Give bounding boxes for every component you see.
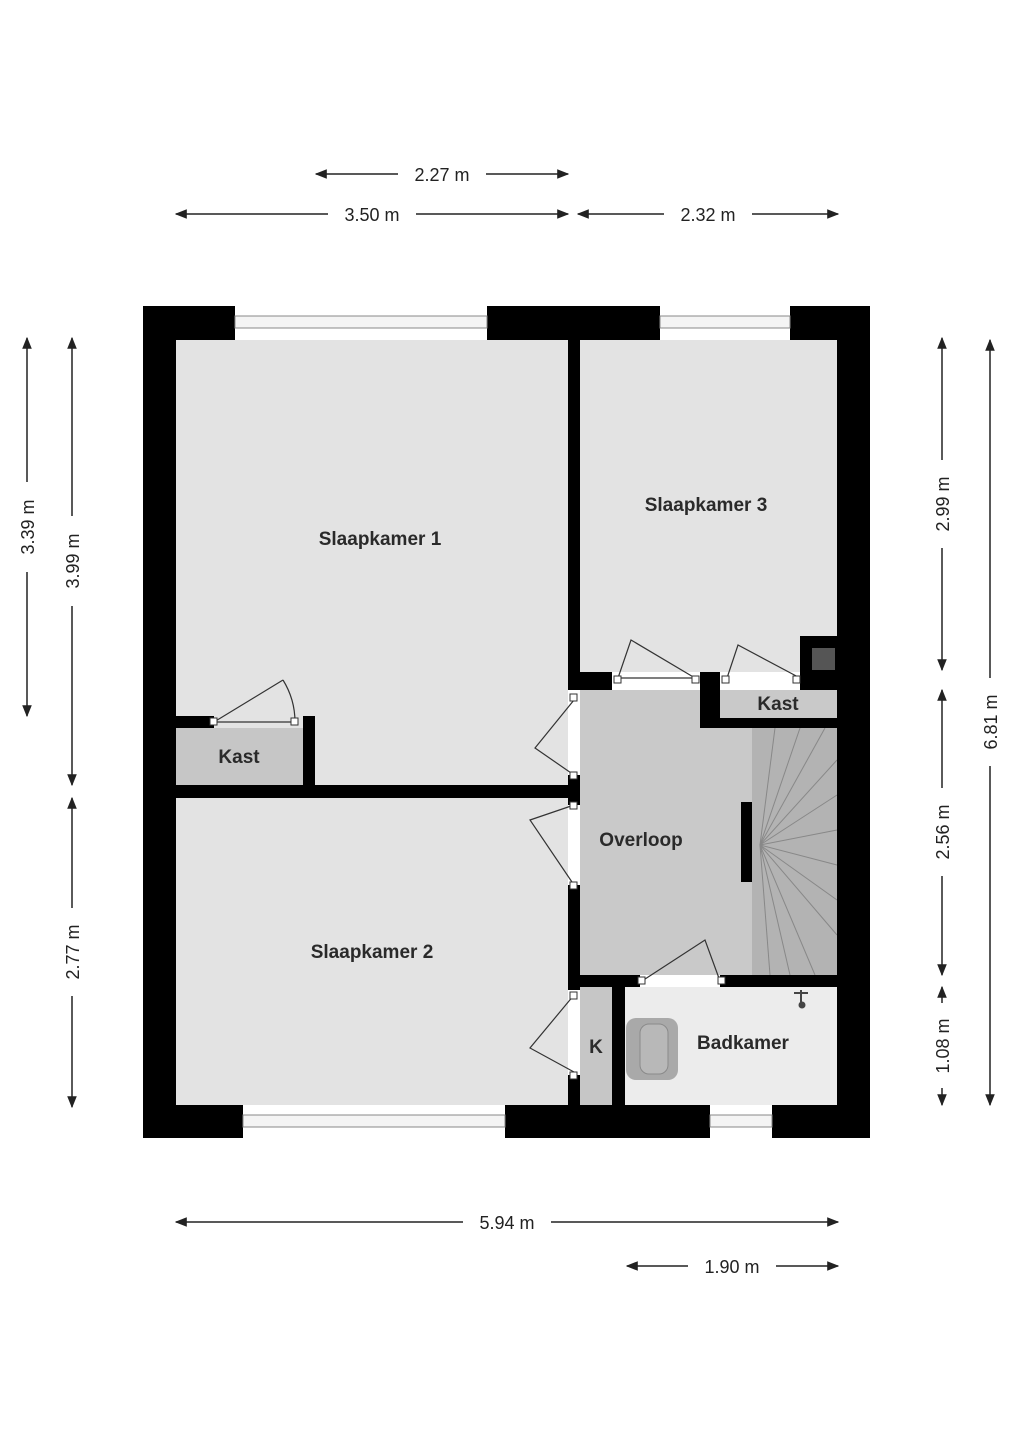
walls bbox=[143, 306, 870, 1138]
dim-label: 2.27 m bbox=[414, 165, 469, 185]
label-k: K bbox=[589, 1037, 603, 1058]
label-overloop: Overloop bbox=[599, 830, 682, 851]
stairs bbox=[752, 728, 837, 975]
room-kast-1 bbox=[176, 728, 303, 785]
room-slaapkamer-1 bbox=[176, 340, 568, 785]
dimension-bottom-5-94: 5.94 m bbox=[174, 1213, 840, 1233]
label-badkamer: Badkamer bbox=[697, 1033, 789, 1054]
dim-label: 2.32 m bbox=[680, 205, 735, 225]
label-slaapkamer-3: Slaapkamer 3 bbox=[645, 495, 768, 516]
chimney-flue bbox=[812, 648, 835, 670]
dim-label: 1.90 m bbox=[704, 1257, 759, 1277]
dim-label: 3.50 m bbox=[344, 205, 399, 225]
dimension-right-2-99: 2.99 m bbox=[933, 336, 953, 672]
dimension-left-2-77: 2.77 m bbox=[63, 796, 83, 1109]
dim-label: 5.94 m bbox=[479, 1213, 534, 1233]
label-kast-2: Kast bbox=[757, 694, 799, 715]
dimension-right-6-81: 6.81 m bbox=[981, 338, 1001, 1107]
doors bbox=[209, 639, 801, 1080]
room-slaapkamer-2 bbox=[176, 798, 568, 1105]
label-slaapkamer-1: Slaapkamer 1 bbox=[319, 529, 442, 550]
dimension-top-3-50: 3.50 m bbox=[174, 205, 570, 225]
room-slaapkamer-3 bbox=[580, 340, 837, 672]
room-k bbox=[580, 987, 612, 1105]
dimension-right-2-56: 2.56 m bbox=[933, 688, 953, 977]
label-kast-1: Kast bbox=[218, 747, 260, 768]
windows bbox=[234, 315, 791, 1128]
dimension-top-2-32: 2.32 m bbox=[576, 205, 840, 225]
dim-label: 3.39 m bbox=[18, 499, 38, 554]
toilet-icon bbox=[626, 1018, 678, 1080]
dimension-top-2-27: 2.27 m bbox=[314, 165, 570, 185]
dimension-left-3-39: 3.39 m bbox=[18, 336, 38, 718]
shower-tap-icon bbox=[794, 990, 808, 1009]
dim-label: 2.56 m bbox=[933, 804, 953, 859]
dim-label: 2.77 m bbox=[63, 924, 83, 979]
dim-label: 3.99 m bbox=[63, 533, 83, 588]
dim-label: 1.08 m bbox=[933, 1018, 953, 1073]
dim-label: 6.81 m bbox=[981, 694, 1001, 749]
dimension-right-1-08: 1.08 m bbox=[933, 985, 953, 1107]
dim-label: 2.99 m bbox=[933, 476, 953, 531]
dimension-left-3-99: 3.99 m bbox=[63, 336, 83, 787]
dimension-bottom-1-90: 1.90 m bbox=[625, 1257, 840, 1277]
label-slaapkamer-2: Slaapkamer 2 bbox=[311, 942, 434, 963]
stair-treads bbox=[759, 727, 838, 976]
